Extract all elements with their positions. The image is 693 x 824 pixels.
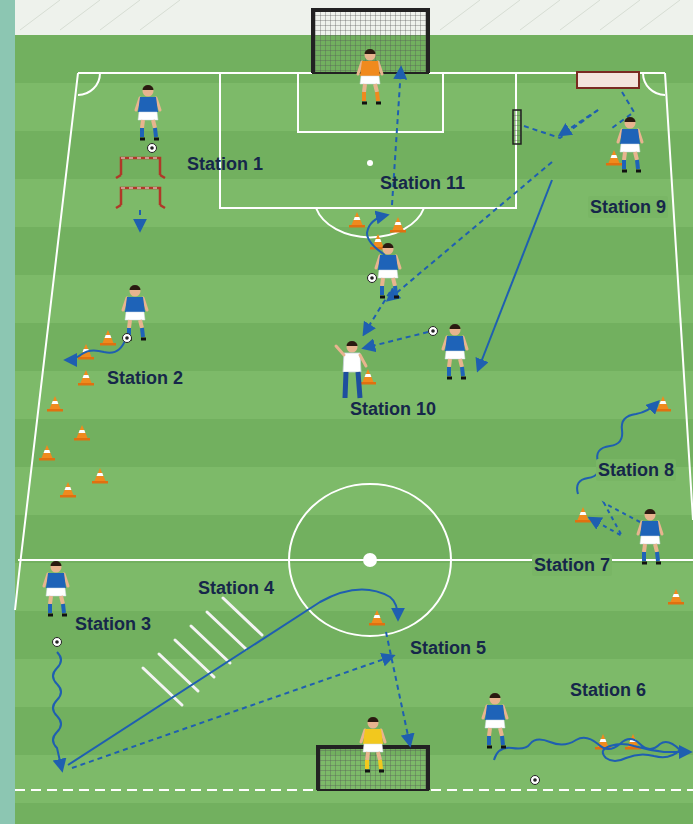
station-label: Station 4 (196, 577, 276, 599)
station-label: Station 9 (588, 196, 668, 218)
station-label: Station 10 (348, 398, 438, 420)
station-label: Station 3 (73, 613, 153, 635)
station-label: Station 11 (378, 172, 467, 194)
station-label: Station 7 (532, 554, 612, 576)
station-label: Station 8 (596, 459, 676, 481)
station-label: Station 6 (568, 679, 648, 701)
station-label: Station 1 (185, 153, 265, 175)
station-label: Station 2 (105, 367, 185, 389)
station-label: Station 5 (408, 637, 488, 659)
